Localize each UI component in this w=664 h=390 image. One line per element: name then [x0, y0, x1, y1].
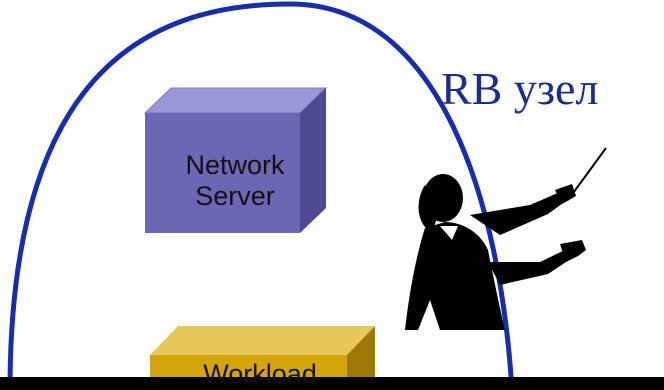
- network-server-box-top: [143, 87, 328, 114]
- workload-box-top: [150, 326, 375, 355]
- workload-label: Workload: [203, 359, 317, 389]
- network-server-box-front: [145, 113, 300, 233]
- network-server-box-side: [300, 88, 326, 233]
- workload-box-side: [347, 326, 375, 390]
- workload-box: [150, 326, 375, 390]
- conductor-silhouette-icon: [405, 147, 607, 330]
- network-server-label-line2: Server: [195, 181, 275, 211]
- network-server-label: Network Server: [150, 150, 320, 212]
- node-title: RB узел: [441, 63, 599, 114]
- network-server-box: [143, 87, 328, 233]
- bottom-bar: [0, 377, 664, 390]
- network-server-label-line1: Network: [185, 150, 285, 180]
- arch-outline: [7, 1, 515, 390]
